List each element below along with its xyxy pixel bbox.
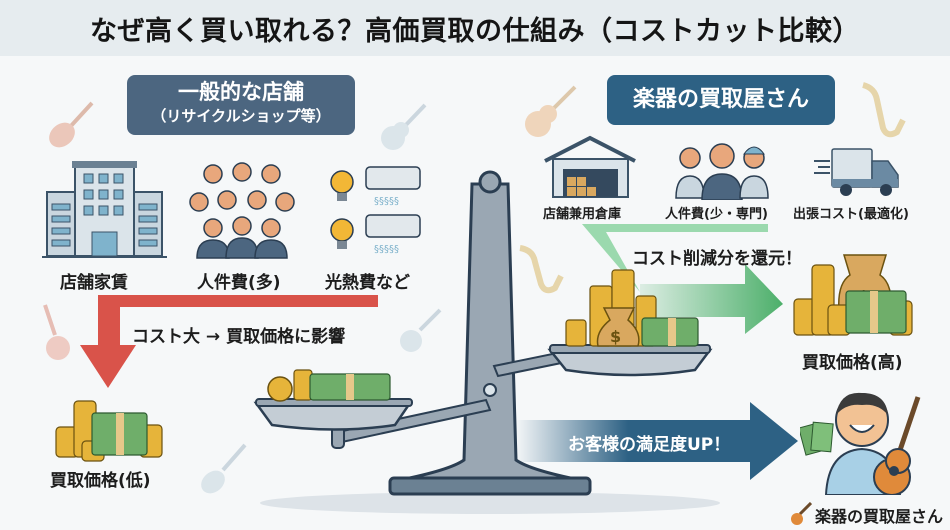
small-staff-icon bbox=[672, 142, 772, 200]
utilities-icon: §§§§§ §§§§§ bbox=[322, 162, 422, 257]
office-building-icon bbox=[42, 160, 167, 260]
money-stack-large-icon: $ bbox=[790, 245, 920, 340]
cost-down-arrow bbox=[78, 293, 383, 393]
general-store-subtitle: （リサイクルショップ等） bbox=[151, 107, 331, 125]
instrument-shop-badge: 楽器の買取屋さん bbox=[607, 75, 835, 125]
satisfaction-arrow bbox=[515, 400, 800, 482]
cost-return-text: コスト削減分を還元！ bbox=[632, 249, 802, 269]
satisfaction-text: お客様の満足度UP！ bbox=[568, 435, 731, 455]
cost-impact-text: コスト大 → 買取価格に影響 bbox=[132, 327, 346, 347]
saxophone-icon bbox=[515, 240, 570, 295]
cost-label-utilities: 光熱費など bbox=[325, 273, 410, 293]
general-store-badge: 一般的な店舗 （リサイクルショップ等） bbox=[127, 75, 355, 135]
cost-label-staff: 人件費(多) bbox=[197, 273, 281, 293]
happy-customer-icon bbox=[800, 385, 930, 495]
staff-group-icon bbox=[183, 160, 301, 260]
acoustic-guitar-icon bbox=[375, 100, 430, 155]
guitar-logo-icon bbox=[790, 502, 812, 526]
general-store-title: 一般的な店舗 bbox=[178, 80, 304, 104]
instrument-shop-title: 楽器の買取屋さん bbox=[632, 87, 809, 112]
warehouse-icon bbox=[543, 135, 638, 200]
footer-brand: 楽器の買取屋さん bbox=[815, 507, 944, 526]
high-price-label: 買取価格(高) bbox=[802, 353, 903, 373]
acoustic-guitar-icon bbox=[30, 300, 75, 365]
cost-label-warehouse: 店舗兼用倉庫 bbox=[543, 207, 622, 222]
svg-text:§§§§§: §§§§§ bbox=[374, 196, 399, 207]
acoustic-guitar-icon bbox=[395, 305, 445, 355]
svg-text:§§§§§: §§§§§ bbox=[374, 244, 399, 255]
low-price-label: 買取価格(低) bbox=[50, 471, 151, 491]
electric-guitar-icon bbox=[40, 95, 100, 155]
cost-label-small-staff: 人件費(少・専門) bbox=[665, 207, 768, 222]
cost-label-delivery: 出張コスト(最適化) bbox=[793, 207, 909, 222]
saxophone-icon bbox=[855, 80, 910, 140]
svg-text:$: $ bbox=[610, 327, 621, 346]
page-title: なぜ高く買い取れる？高価買取の仕組み（コストカット比較） bbox=[90, 15, 860, 47]
money-stack-small-icon bbox=[52, 395, 167, 465]
electric-guitar-icon bbox=[195, 440, 250, 500]
cost-label-rent: 店舗家賃 bbox=[60, 273, 128, 293]
acoustic-guitar-icon bbox=[520, 82, 580, 142]
delivery-truck-icon bbox=[812, 145, 902, 200]
balance-scale-icon: $ bbox=[250, 170, 730, 515]
title-bar: なぜ高く買い取れる？高価買取の仕組み（コストカット比較） bbox=[0, 0, 950, 56]
